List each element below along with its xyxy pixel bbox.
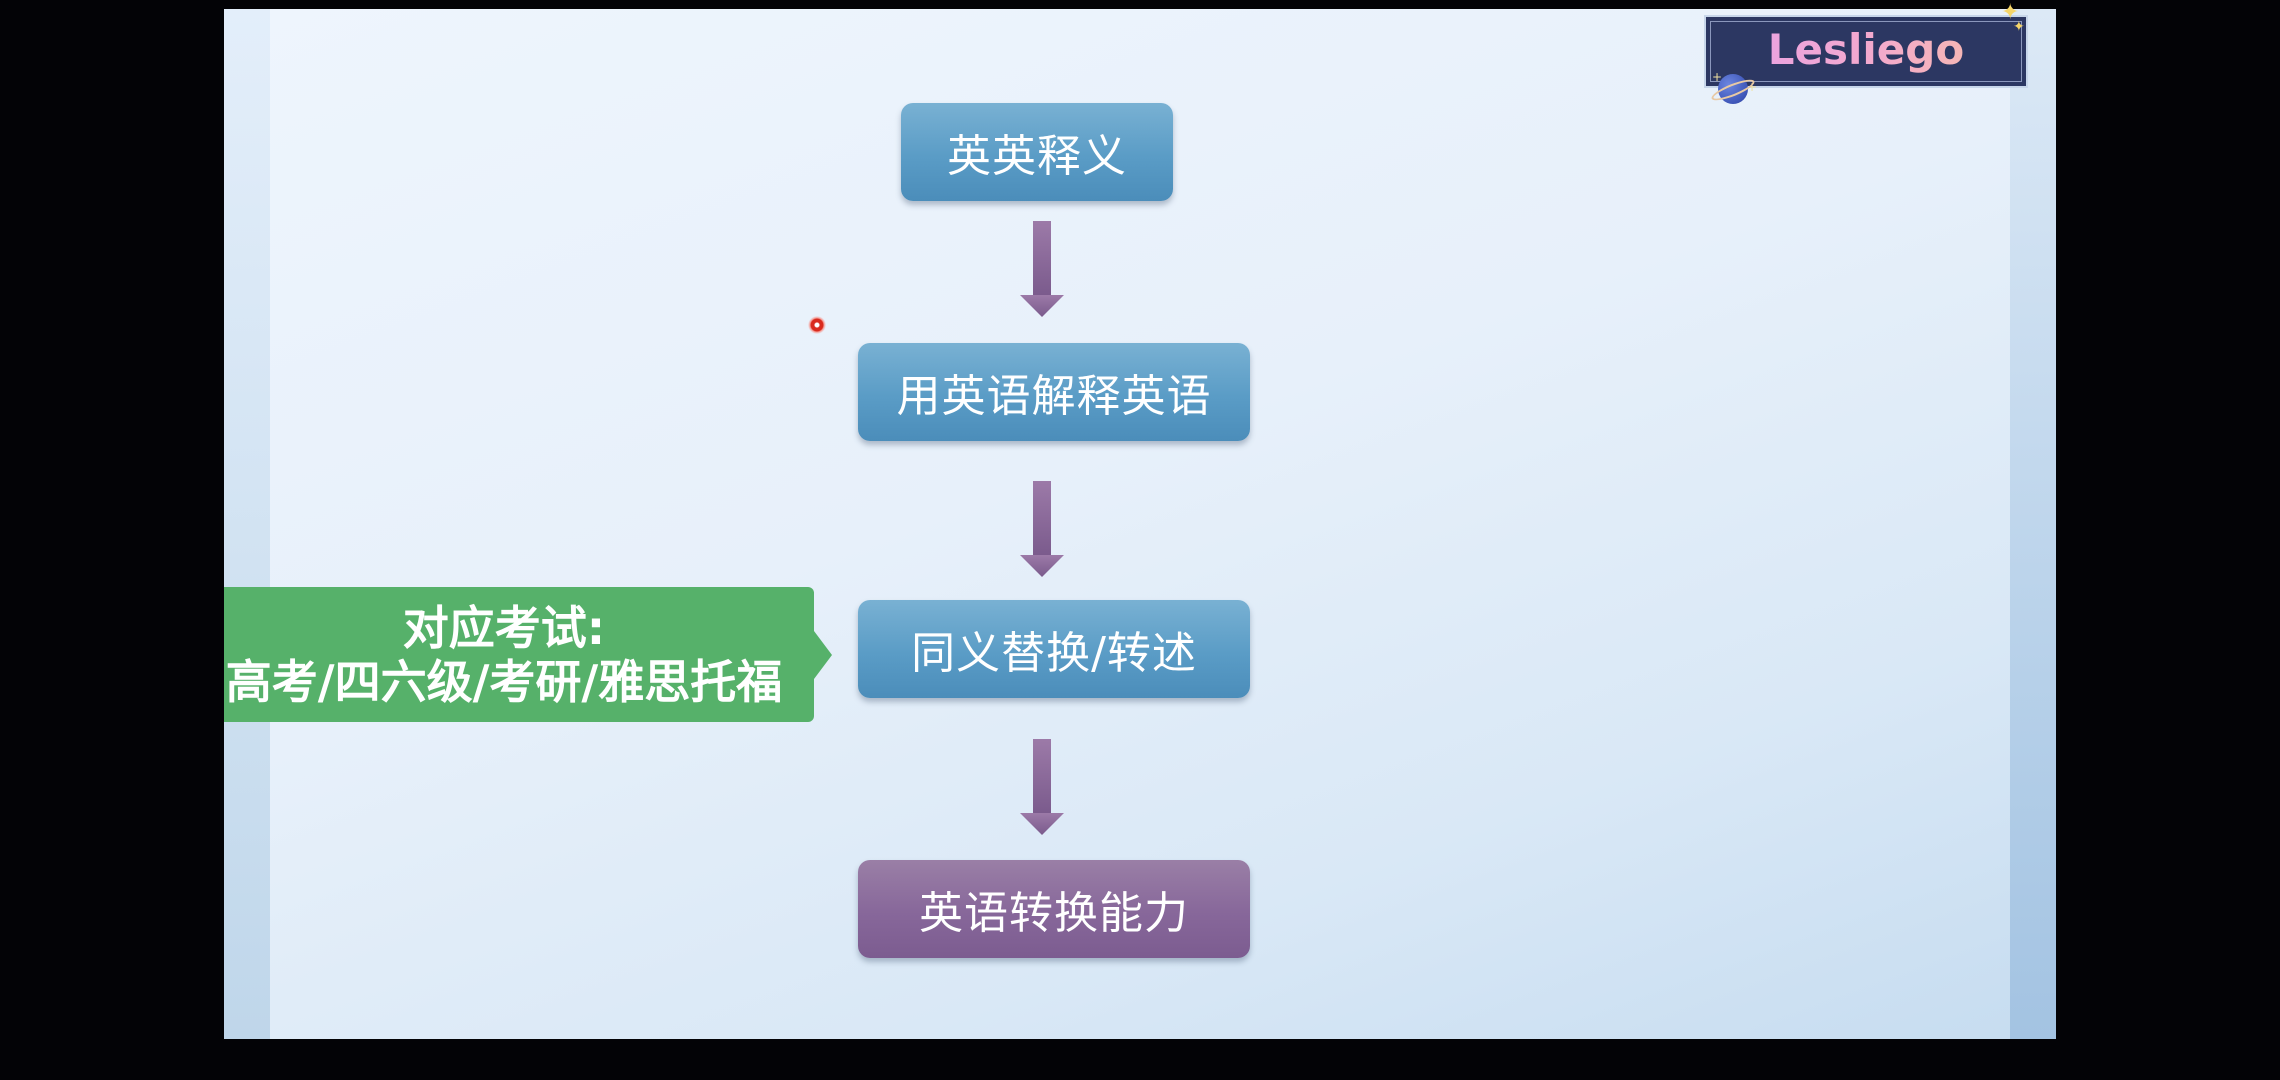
callout-pointer xyxy=(814,631,832,679)
arrow-down-icon xyxy=(1020,221,1064,317)
laser-pointer-dot xyxy=(808,316,826,334)
sparkle-icon: ✦ xyxy=(2001,0,2020,25)
flow-step-english-definition: 英英释义 xyxy=(901,103,1173,201)
flow-step-paraphrase: 同义替换/转述 xyxy=(858,600,1250,698)
slide-left-band xyxy=(224,9,270,1039)
sparkle-icon: + xyxy=(1747,80,1758,94)
callout-title: 对应考试: xyxy=(402,600,606,655)
arrow-down-icon xyxy=(1020,481,1064,577)
flow-step-label: 用英语解释英语 xyxy=(896,371,1212,422)
callout-exams: 高考/四六级/考研/雅思托福 xyxy=(225,654,783,709)
arrow-down-icon xyxy=(1020,739,1064,835)
slide-right-band xyxy=(2010,9,2056,1039)
flow-step-english-conversion-ability: 英语转换能力 xyxy=(858,860,1250,958)
flow-step-label: 同义替换/转述 xyxy=(911,628,1197,679)
flow-step-explain-in-english: 用英语解释英语 xyxy=(858,343,1250,441)
logo-text: Lesliego xyxy=(1706,25,2026,74)
sparkle-icon: + xyxy=(1712,70,1723,84)
sparkle-icon: ✦ xyxy=(2013,19,2025,35)
channel-logo: Lesliego xyxy=(1704,15,2028,88)
logo-frame xyxy=(1710,21,2022,82)
presentation-slide: 英英释义 用英语解释英语 同义替换/转述 英语转换能力 对应考试: 高考/四六级… xyxy=(224,9,2056,1039)
flow-step-label: 英英释义 xyxy=(947,131,1127,182)
exam-callout: 对应考试: 高考/四六级/考研/雅思托福 xyxy=(224,587,814,722)
flow-step-label: 英语转换能力 xyxy=(919,888,1189,939)
planet-icon xyxy=(1718,74,1748,104)
